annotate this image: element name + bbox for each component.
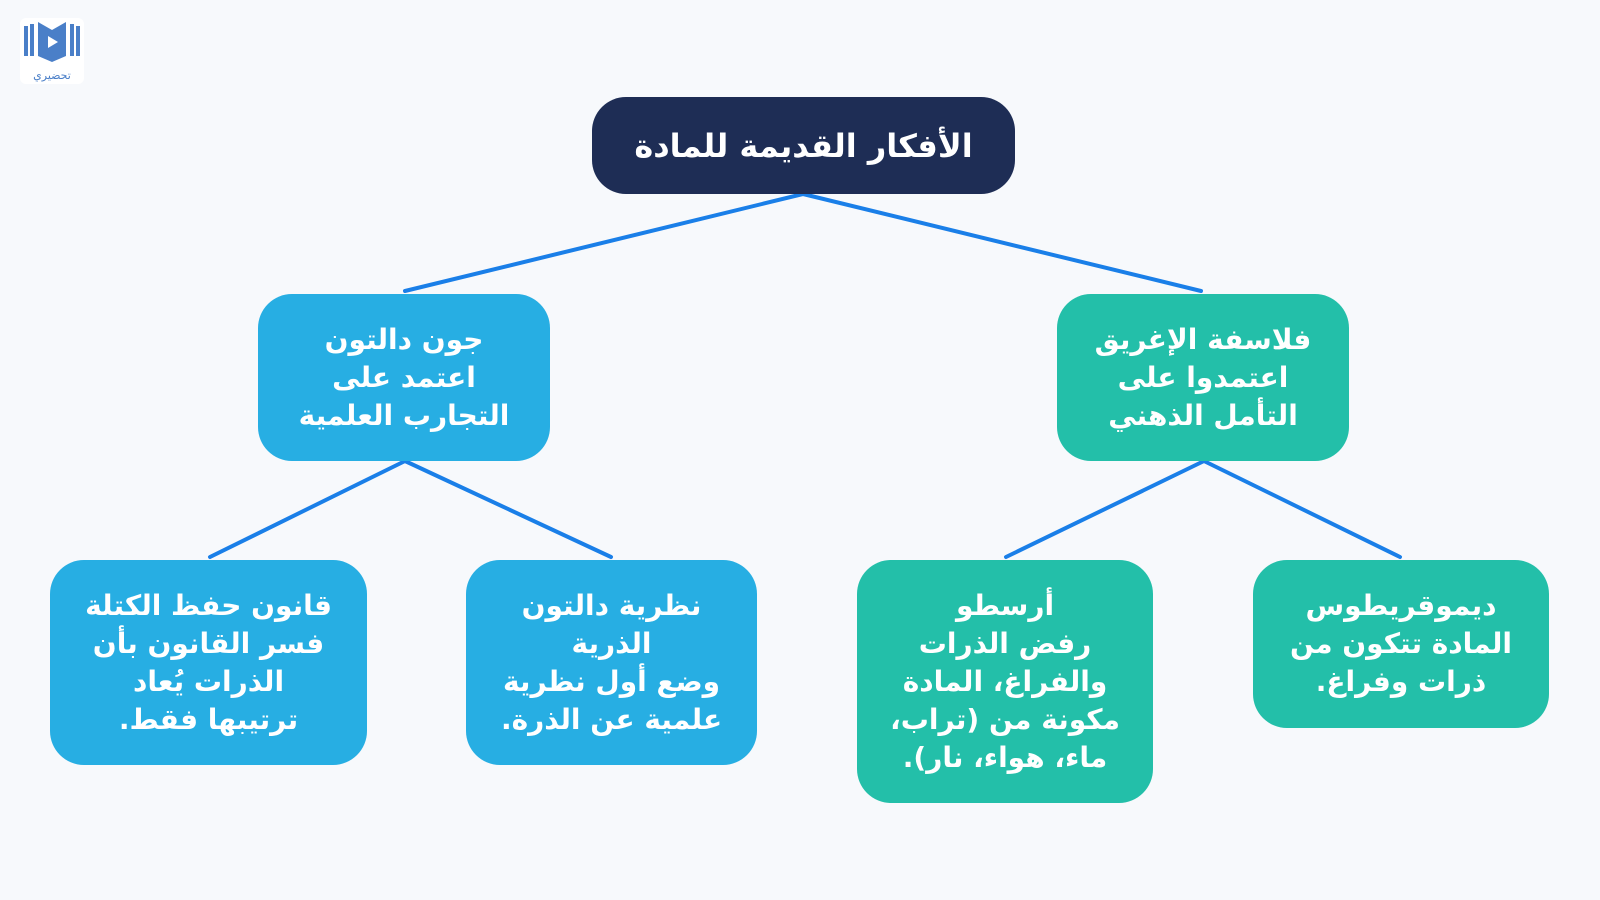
connector-dalton-conservation [208,459,407,559]
node-text-line: ديموقريطوس [1305,589,1497,622]
node-democritus: ديموقريطوس المادة تتكون من ذرات وفراغ. [1253,560,1549,728]
node-text-line: رفض الذرات [918,626,1092,660]
node-text-line: اعتمد على [332,360,476,394]
node-text-line: التجارب العلمية [298,398,510,432]
node-text-line: والفراغ، المادة [902,664,1108,698]
node-text-line: ترتيبها فقط. [118,702,299,736]
node-dalton-atomic-theory: نظرية دالتون الذرية وضع أول نظرية علمية عن … [466,560,757,765]
logo: تحضيري [20,18,84,84]
logo-text: تحضيري [33,69,71,82]
root-title: الأفكار القديمة للمادة [634,126,973,165]
node-text-line: أرسطو [955,588,1055,622]
node-text-line: ماء، هواء، نار). [902,740,1108,774]
node-text-line: وضع أول نظرية [502,664,721,698]
book-play-icon [24,22,80,62]
node-text-line: الذرية [571,626,652,660]
node-text-line: نظرية دالتون [521,588,702,622]
node-text-line: ذرات وفراغ. [1315,665,1487,698]
node-greeks: فلاسفة الإغريق اعتمدوا على التأمل الذهني [1057,294,1349,461]
node-text-line: الذرات يُعاد [132,664,285,698]
node-text-line: مكونة من (تراب، [890,702,1120,736]
node-text-line: جون دالتون [324,322,484,356]
node-aristotle: أرسطو رفض الذرات والفراغ، المادة مكونة من (… [857,560,1153,803]
node-text-line: قانون حفظ الكتلة [85,588,332,622]
node-conservation-law: قانون حفظ الكتلة فسر القانون بأن الذرات يُ… [50,560,367,765]
node-text-line: فلاسفة الإغريق [1094,322,1312,356]
node-text-line: اعتمدوا على [1117,360,1289,394]
connector-root-dalton [403,192,805,293]
root-node: الأفكار القديمة للمادة [592,97,1015,194]
node-text-line: التأمل الذهني [1108,398,1298,432]
node-dalton: جون دالتون اعتمد على التجارب العلمية [258,294,550,461]
connector-root-greeks [801,192,1203,293]
connector-greeks-aristotle [1004,459,1206,559]
node-text-line: المادة تتكون من [1290,627,1513,660]
node-text-line: علمية عن الذرة. [500,702,723,736]
connector-greeks-democritus [1202,459,1402,559]
node-text-line: فسر القانون بأن [92,626,325,660]
connector-dalton-theory [403,459,613,559]
